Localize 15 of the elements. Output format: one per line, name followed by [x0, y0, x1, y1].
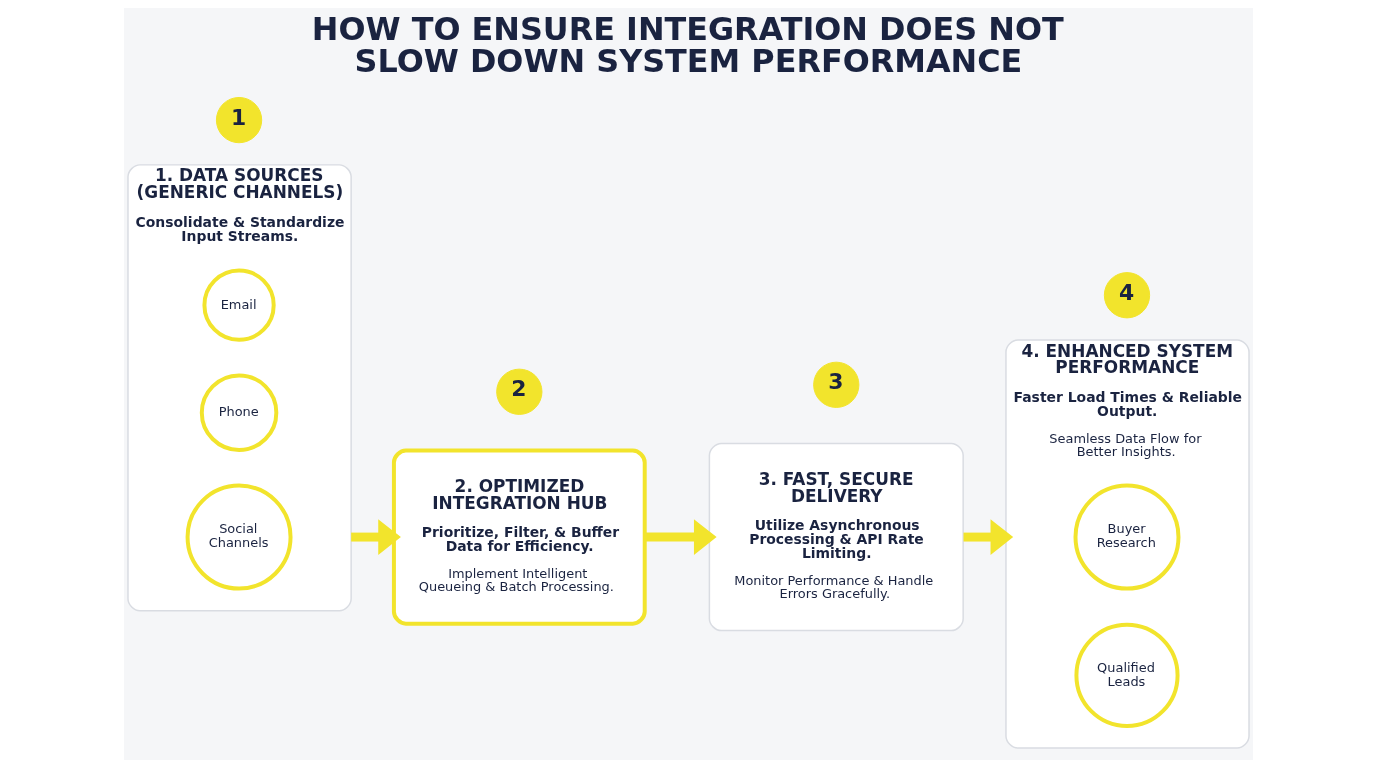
arrow: [963, 519, 1013, 555]
arrow: [644, 519, 717, 555]
node-circle: Phone: [199, 373, 278, 452]
node-circle: Social Channels: [185, 483, 293, 591]
node-circle: 2: [495, 368, 542, 415]
node-circle: Email: [201, 268, 276, 342]
node-circle: 1: [215, 96, 262, 144]
node-circle: Qualified Leads: [1073, 622, 1180, 728]
node-circle: Buyer Research: [1073, 483, 1180, 591]
node-circle: 4: [1103, 272, 1150, 319]
node-box: 2. OPTIMIZED INTEGRATION HUB Prioritize, Filter, & Buffer Data for Efficiency. Implement Intelligent Queueing & Batch Processing.: [391, 448, 647, 626]
node-box: 3. FAST, SECURE DELIVERY Utilize Asynchronous Processing & API Rate Limiting. Monitor Performance & Handle Errors Gracefully.: [708, 442, 964, 632]
node-circle: 3: [812, 361, 859, 408]
arrow: [350, 519, 401, 555]
diagram-title: HOW TO ENSURE INTEGRATION DOES NOT SLOW DOWN SYSTEM PERFORMANCE: [311, 10, 1064, 81]
